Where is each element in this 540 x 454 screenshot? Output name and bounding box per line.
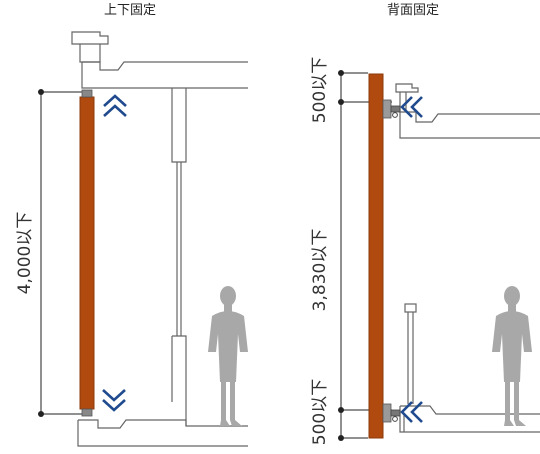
left-dimension-label: 4,000以下 bbox=[15, 212, 35, 295]
right-handrail-post bbox=[407, 312, 414, 404]
dimension-dot bbox=[338, 407, 344, 413]
right-dimension: 500以下 3,830以下 500以下 bbox=[310, 57, 392, 445]
right-bottom-bracket bbox=[382, 403, 401, 423]
left-mullion bbox=[176, 162, 182, 336]
dimension-dot bbox=[338, 435, 344, 441]
dimension-dot bbox=[338, 70, 344, 76]
left-top-bracket bbox=[81, 89, 93, 98]
left-window-head bbox=[171, 88, 187, 163]
left-structure bbox=[71, 31, 248, 447]
left-parapet bbox=[71, 31, 109, 45]
double-chevron-up-icon bbox=[103, 94, 127, 117]
person-silhouette-icon bbox=[492, 286, 532, 426]
double-chevron-left-icon bbox=[400, 401, 423, 423]
left-panel-board bbox=[79, 96, 95, 410]
dimension-dot bbox=[338, 99, 344, 105]
right-middle-dimension-label: 3,830以下 bbox=[310, 229, 330, 312]
double-chevron-down-icon bbox=[102, 389, 126, 412]
right-top-bracket bbox=[382, 99, 401, 119]
left-bottom-slab bbox=[77, 420, 248, 447]
dimension-dot bbox=[38, 411, 44, 417]
dimension-dot bbox=[38, 89, 44, 95]
left-window-sill bbox=[171, 335, 187, 426]
left-panel-title: 上下固定 bbox=[104, 3, 156, 18]
right-top-dimension-label: 500以下 bbox=[310, 57, 330, 123]
left-bottom-bracket bbox=[81, 408, 93, 417]
right-panel: 背面固定 bbox=[310, 3, 540, 445]
left-panel: 上下固定 bbox=[15, 3, 248, 447]
right-top-parapet bbox=[395, 83, 419, 93]
right-panel-title: 背面固定 bbox=[387, 3, 439, 18]
left-dimension: 4,000以下 bbox=[15, 89, 84, 417]
double-chevron-left-icon bbox=[400, 96, 423, 118]
left-top-slab bbox=[81, 62, 248, 89]
person-silhouette-icon bbox=[208, 286, 248, 426]
right-bottom-dimension-label: 500以下 bbox=[310, 379, 330, 445]
right-panel-board bbox=[368, 73, 384, 439]
